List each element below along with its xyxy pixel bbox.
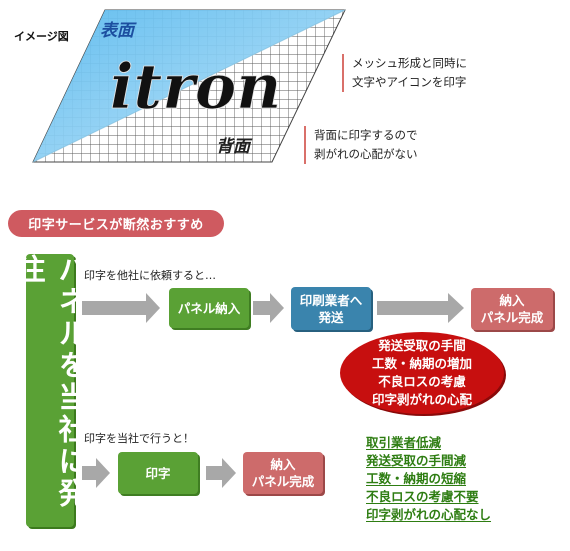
step-panel-delivery: パネル納入 (169, 288, 249, 328)
step-delivery-complete: 納入 パネル完成 (471, 288, 553, 330)
step-send-printer: 印刷業者へ 発送 (291, 287, 371, 330)
arrow-right-icon (253, 293, 284, 323)
step-print: 印字 (118, 452, 198, 494)
note-mesh-forming: メッシュ形成と同時に 文字やアイコンを印字 (342, 54, 467, 92)
note-back-line1: 背面に印字するので (314, 128, 418, 142)
benefits-list: 取引業者低減 発送受取の手間減 工数・納期の短縮 不良ロスの考慮不要 印字剥がれ… (366, 434, 491, 524)
illustration-caption: イメージ図 (14, 30, 69, 43)
note-mesh-line1: メッシュ形成と同時に (352, 56, 467, 70)
our-company-caption: 印字を当社で行うと！ (84, 432, 194, 445)
arrow-right-icon (82, 293, 160, 323)
note-back-print: 背面に印字するので 剥がれの心配がない (304, 126, 418, 164)
arrow-group-other (82, 293, 464, 323)
section-title-pill: 印字サービスが断然おすすめ (8, 210, 224, 237)
note-mesh-line2: 文字やアイコンを印字 (352, 75, 467, 89)
note-back-line2: 剥がれの心配がない (314, 147, 418, 161)
step-delivery-complete-ours: 納入 パネル完成 (243, 452, 323, 494)
problems-ellipse: 発送受取の手間 工数・納期の増加 不良ロスの考慮 印字剥がれの心配 (340, 332, 504, 414)
arrow-right-icon (206, 458, 236, 488)
benefit-item: 工数・納期の短縮 (366, 471, 467, 486)
benefit-item: 発送受取の手間減 (366, 453, 467, 468)
problem-item: 工数・納期の増加 (371, 356, 472, 371)
panel-illustration: 表面 itron 背面 (32, 9, 346, 163)
arrow-group-ours (82, 458, 236, 488)
other-company-caption: 印字を他社に依頼すると… (84, 269, 216, 282)
mesh-panel (32, 9, 346, 163)
benefit-item: 印字剥がれの心配なし (366, 507, 492, 522)
front-label: 表面 (100, 21, 137, 41)
arrow-right-icon (377, 293, 464, 323)
back-label: 背面 (216, 137, 253, 157)
benefit-item: 不良ロスの考慮不要 (366, 489, 479, 504)
problem-item: 不良ロスの考慮 (378, 374, 466, 389)
brand-logo: itron (110, 50, 281, 123)
arrow-right-icon (82, 458, 110, 488)
problem-item: 印字剥がれの心配 (371, 392, 472, 407)
benefit-item: 取引業者低減 (366, 435, 442, 450)
problem-item: 発送受取の手間 (378, 338, 466, 353)
